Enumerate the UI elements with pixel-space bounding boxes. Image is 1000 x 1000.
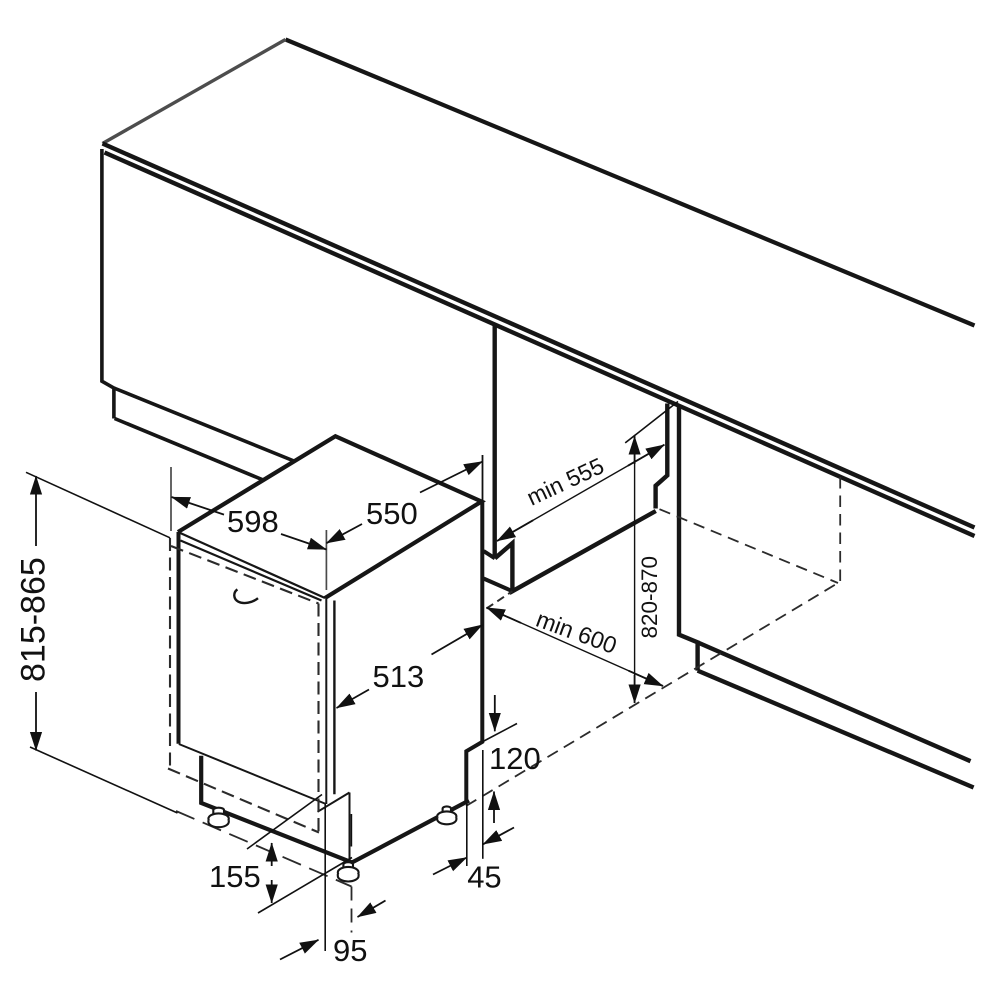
svg-text:550: 550	[366, 496, 418, 531]
svg-text:120: 120	[489, 741, 541, 776]
svg-text:95: 95	[333, 933, 367, 968]
svg-text:598: 598	[227, 504, 279, 539]
svg-text:155: 155	[209, 859, 261, 894]
svg-text:45: 45	[467, 860, 501, 895]
svg-text:820-870: 820-870	[637, 556, 662, 639]
svg-text:815-865: 815-865	[15, 557, 53, 682]
svg-text:513: 513	[373, 659, 425, 694]
